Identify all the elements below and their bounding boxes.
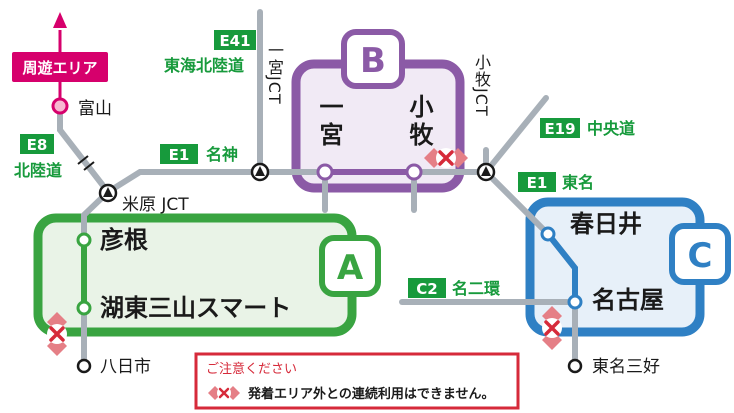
area-a-badge: A [319, 235, 381, 297]
station-koto-sanzan: 湖東三山スマート [100, 294, 291, 322]
station-dot-icon [567, 294, 583, 310]
station-hikone: 彦根 [100, 226, 148, 254]
road-name-meishin: 名神 [206, 145, 238, 164]
junction-maibara: 米原 JCT [122, 195, 189, 215]
station-dot-icon [316, 163, 334, 181]
area-road-segments [81, 169, 578, 311]
svg-text:C2: C2 [416, 280, 437, 298]
station-dot-icon [51, 97, 69, 115]
station-dot-icon [76, 358, 92, 374]
station-tomei-miyoshi: 東名三好 [592, 357, 660, 377]
label-ichinomiya-jct: 一宮JCT [265, 42, 284, 105]
station-nagoya: 名古屋 [592, 286, 664, 314]
station-dot-icon [567, 358, 583, 374]
road-name-tomei: 東名 [562, 173, 594, 192]
station-toyama: 富山 [78, 99, 112, 119]
no-entry-icon [47, 312, 67, 356]
svg-text:E19: E19 [544, 120, 575, 138]
road-name-e19: 中央道 [587, 119, 635, 138]
road-badge-e1-tomei: E1 東名 [518, 172, 594, 192]
no-entry-icon [424, 148, 468, 168]
road-badge-c2: C2 名二環 [408, 278, 501, 298]
break-mark [77, 155, 95, 171]
area-a-letter: A [337, 248, 364, 288]
station-dot-icon [76, 300, 92, 316]
road-name-c2: 名二環 [452, 279, 501, 298]
road-badge-e1-meishin: E1 名神 [160, 144, 238, 164]
road-name-e8: 北陸道 [14, 161, 62, 180]
tour-area-label: 周遊エリア [22, 59, 97, 77]
area-b-badge: B [341, 29, 405, 89]
road-name-e41: 東海北陸道 [164, 56, 244, 75]
tour-area-badge: 周遊エリア [12, 52, 108, 82]
station-kasugai: 春日井 [570, 210, 642, 238]
notice-text: 発着エリア外との連続利用はできません。 [247, 386, 494, 402]
svg-text:E1: E1 [527, 174, 548, 192]
junction-icon [250, 162, 270, 182]
station-komaki: 小牧 [405, 94, 433, 150]
svg-text:E8: E8 [27, 136, 48, 154]
station-yokaichi: 八日市 [100, 357, 151, 377]
area-c-badge: C [669, 223, 731, 285]
label-komaki-jct: 小牧JCT [472, 54, 491, 117]
road-badge-e19: E19 中央道 [540, 118, 635, 138]
road-badge-e8: E8 北陸道 [14, 134, 62, 180]
svg-text:E41: E41 [219, 32, 250, 50]
up-arrow-icon [53, 12, 67, 52]
junction-icon [476, 162, 496, 182]
station-dot-icon [540, 226, 556, 242]
no-entry-icon [542, 306, 562, 350]
road-badge-e41: E41 東海北陸道 [164, 30, 256, 75]
area-c-letter: C [688, 236, 713, 276]
station-dot-icon [76, 232, 92, 248]
station-dot-icon [405, 163, 423, 181]
station-ichinomiya: 一宮 [315, 94, 343, 150]
area-b-letter: B [360, 41, 386, 81]
no-entry-icon [208, 386, 240, 400]
notice-box: ご注意ください 発着エリア外との連続利用はできません。 [194, 352, 520, 410]
junction-icon [98, 183, 118, 203]
notice-title: ご注意ください [206, 361, 297, 377]
svg-text:E1: E1 [169, 146, 190, 164]
